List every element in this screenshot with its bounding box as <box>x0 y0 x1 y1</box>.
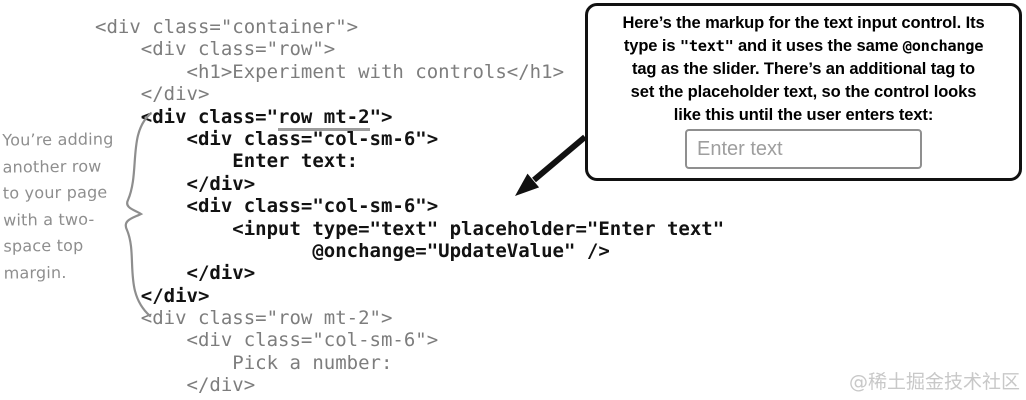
callout-line: set the placeholder text, so the control… <box>630 83 977 101</box>
margin-note-line: You’re adding <box>2 129 114 150</box>
code-line: </div> <box>186 374 256 397</box>
code-line: </div> <box>140 284 210 307</box>
margin-note-line: margin. <box>3 262 67 283</box>
margin-note: You’re adding another row to your page with… <box>2 126 116 286</box>
code-line: <div class="row mt-2"> <box>140 307 393 330</box>
code-line: <div class="col-sm-6"> <box>186 329 439 352</box>
callout-line: tag as the slider. There’s an additional… <box>631 60 976 78</box>
callout-box: Here’s the markup for the text input con… <box>585 3 1022 181</box>
code-listing: <div class="container"> <div class="row"… <box>95 16 724 397</box>
code-line: <div class="col-sm-6"> <box>186 127 439 150</box>
callout-line: type is "text" and it uses the same @onc… <box>623 37 984 55</box>
code-line: <input type="text" placeholder="Enter te… <box>232 217 725 240</box>
code-line: Pick a number: <box>232 351 393 374</box>
margin-note-line: another row <box>2 156 102 177</box>
demo-text-input[interactable] <box>685 129 922 169</box>
arrow-pointer-icon <box>515 134 587 196</box>
margin-note-line: to your page <box>2 182 108 203</box>
margin-note-line: with a two- <box>3 209 95 230</box>
code-line: <div class="row mt-2"> <box>95 105 724 131</box>
callout-text: Here’s the markup for the text input con… <box>588 12 1019 127</box>
code-line: </div> <box>186 262 256 285</box>
callout-line: like this until the user enters text: <box>673 106 934 124</box>
code-line: <h1>Experiment with controls</h1> <box>186 60 565 83</box>
code-line: </div> <box>140 83 210 106</box>
brace-decoration <box>124 112 152 318</box>
code-line: <div class="col-sm-6"> <box>186 195 439 218</box>
code-line: <div class="container"> <box>95 16 359 38</box>
watermark: @稀土掘金技术社区 <box>848 371 1020 393</box>
margin-note-line: space top <box>3 235 84 256</box>
code-line: @onchange="UpdateValue" /> <box>312 239 610 262</box>
callout-line: Here’s the markup for the text input con… <box>622 14 985 32</box>
code-line: Enter text: <box>232 150 359 173</box>
code-line: </div> <box>186 172 256 195</box>
code-line: <div class="row"> <box>140 38 336 61</box>
underline-highlight: row mt-2 <box>278 105 370 131</box>
